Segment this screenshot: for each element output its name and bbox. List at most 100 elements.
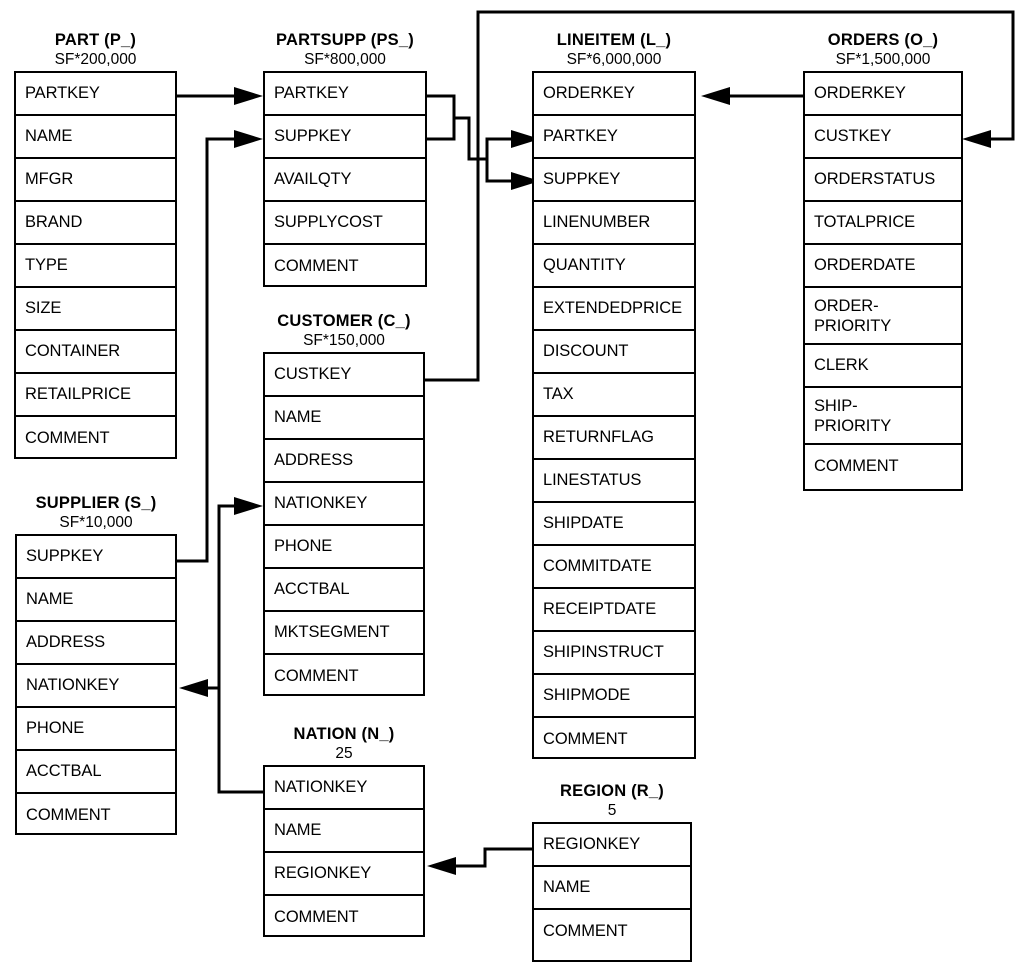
field-orders-custkey[interactable]: CUSTKEY — [805, 116, 961, 159]
field-orders-shippriority[interactable]: SHIP- PRIORITY — [805, 388, 961, 445]
table-lineitem-title: LINEITEM (L_) — [556, 31, 672, 49]
table-lineitem-cardinality: SF*6,000,000 — [566, 51, 662, 68]
field-part-retailprice[interactable]: RETAILPRICE — [16, 374, 175, 417]
field-nation-regionkey[interactable]: REGIONKEY — [265, 853, 423, 896]
field-orders-totalprice[interactable]: TOTALPRICE — [805, 202, 961, 245]
table-orders-box: ORDERKEY CUSTKEY ORDERSTATUS TOTALPRICE … — [803, 71, 963, 491]
connector-customer-orders — [425, 10, 1015, 382]
field-part-name[interactable]: NAME — [16, 116, 175, 159]
table-region-cardinality: 5 — [607, 802, 617, 819]
table-region-title: REGION (R_) — [560, 782, 664, 800]
field-lineitem-returnflag[interactable]: RETURNFLAG — [534, 417, 694, 460]
field-supplier-phone[interactable]: PHONE — [17, 708, 175, 751]
field-customer-nationkey[interactable]: NATIONKEY — [265, 483, 423, 526]
field-orders-clerk[interactable]: CLERK — [805, 345, 961, 388]
field-nation-nationkey[interactable]: NATIONKEY — [265, 767, 423, 810]
field-partsupp-suppkey[interactable]: SUPPKEY — [265, 116, 425, 159]
connector-region-nation — [427, 847, 532, 875]
field-customer-comment[interactable]: COMMENT — [274, 667, 359, 685]
table-region-box: REGIONKEY NAME COMMENT — [532, 822, 692, 962]
table-lineitem: LINEITEM (L_) SF*6,000,000 ORDERKEY PART… — [532, 30, 696, 759]
table-part: PART (P_) SF*200,000 PARTKEY NAME MFGR B… — [14, 30, 177, 459]
table-partsupp: PARTSUPP (PS_) SF*800,000 PARTKEY SUPPKE… — [263, 30, 427, 287]
field-part-mfgr[interactable]: MFGR — [16, 159, 175, 202]
field-part-comment[interactable]: COMMENT — [25, 429, 110, 447]
connector-partsupp-lineitem — [427, 94, 540, 190]
table-region: REGION (R_) 5 REGIONKEY NAME COMMENT — [532, 781, 692, 962]
field-customer-phone[interactable]: PHONE — [265, 526, 423, 569]
connector-nation-customer — [217, 497, 264, 794]
field-orders-orderpriority[interactable]: ORDER- PRIORITY — [805, 288, 961, 345]
field-lineitem-linestatus[interactable]: LINESTATUS — [534, 460, 694, 503]
connector-supplier-partsupp — [177, 130, 263, 563]
field-supplier-suppkey[interactable]: SUPPKEY — [17, 536, 175, 579]
table-supplier-cardinality: SF*10,000 — [59, 514, 133, 531]
field-region-regionkey[interactable]: REGIONKEY — [534, 824, 690, 867]
table-supplier-title: SUPPLIER (S_) — [35, 494, 157, 512]
table-lineitem-box: ORDERKEY PARTKEY SUPPKEY LINENUMBER QUAN… — [532, 71, 696, 759]
field-customer-custkey[interactable]: CUSTKEY — [265, 354, 423, 397]
table-supplier-box: SUPPKEY NAME ADDRESS NATIONKEY PHONE ACC… — [15, 534, 177, 835]
field-supplier-acctbal[interactable]: ACCTBAL — [17, 751, 175, 794]
table-supplier: SUPPLIER (S_) SF*10,000 SUPPKEY NAME ADD… — [15, 493, 177, 835]
field-lineitem-commitdate[interactable]: COMMITDATE — [534, 546, 694, 589]
field-partsupp-partkey[interactable]: PARTKEY — [265, 73, 425, 116]
field-region-comment[interactable]: COMMENT — [543, 922, 628, 940]
field-customer-name[interactable]: NAME — [265, 397, 423, 440]
field-lineitem-discount[interactable]: DISCOUNT — [534, 331, 694, 374]
field-supplier-comment[interactable]: COMMENT — [26, 806, 111, 824]
field-orders-orderstatus[interactable]: ORDERSTATUS — [805, 159, 961, 202]
table-orders-title: ORDERS (O_) — [827, 31, 939, 49]
field-orders-comment[interactable]: COMMENT — [814, 456, 899, 475]
field-lineitem-shipdate[interactable]: SHIPDATE — [534, 503, 694, 546]
connector-orders-lineitem — [701, 87, 803, 105]
field-part-partkey[interactable]: PARTKEY — [16, 73, 175, 116]
field-lineitem-shipinstruct[interactable]: SHIPINSTRUCT — [534, 632, 694, 675]
field-partsupp-comment[interactable]: COMMENT — [274, 257, 359, 275]
field-part-container[interactable]: CONTAINER — [16, 331, 175, 374]
field-part-type[interactable]: TYPE — [16, 245, 175, 288]
field-lineitem-suppkey[interactable]: SUPPKEY — [534, 159, 694, 202]
field-region-name[interactable]: NAME — [534, 867, 690, 910]
table-customer-box: CUSTKEY NAME ADDRESS NATIONKEY PHONE ACC… — [263, 352, 425, 696]
field-lineitem-shipmode[interactable]: SHIPMODE — [534, 675, 694, 718]
field-part-brand[interactable]: BRAND — [16, 202, 175, 245]
field-customer-address[interactable]: ADDRESS — [265, 440, 423, 483]
field-lineitem-tax[interactable]: TAX — [534, 374, 694, 417]
connector-nation-supplier — [179, 679, 219, 697]
table-customer: CUSTOMER (C_) SF*150,000 CUSTKEY NAME AD… — [263, 311, 425, 696]
table-nation-box: NATIONKEY NAME REGIONKEY COMMENT — [263, 765, 425, 937]
table-part-box: PARTKEY NAME MFGR BRAND TYPE SIZE CONTAI… — [14, 71, 177, 459]
table-nation-title: NATION (N_) — [293, 725, 395, 743]
field-partsupp-availqty[interactable]: AVAILQTY — [265, 159, 425, 202]
field-lineitem-quantity[interactable]: QUANTITY — [534, 245, 694, 288]
field-customer-mktsegment[interactable]: MKTSEGMENT — [265, 612, 423, 655]
table-partsupp-title: PARTSUPP (PS_) — [276, 31, 414, 49]
field-lineitem-orderkey[interactable]: ORDERKEY — [534, 73, 694, 116]
field-supplier-nationkey[interactable]: NATIONKEY — [17, 665, 175, 708]
table-part-cardinality: SF*200,000 — [54, 51, 137, 68]
field-lineitem-receiptdate[interactable]: RECEIPTDATE — [534, 589, 694, 632]
field-supplier-name[interactable]: NAME — [17, 579, 175, 622]
field-nation-name[interactable]: NAME — [265, 810, 423, 853]
field-orders-orderdate[interactable]: ORDERDATE — [805, 245, 961, 288]
field-orders-orderkey[interactable]: ORDERKEY — [805, 73, 961, 116]
field-lineitem-extendedprice[interactable]: EXTENDEDPRICE — [534, 288, 694, 331]
field-lineitem-partkey[interactable]: PARTKEY — [534, 116, 694, 159]
table-customer-cardinality: SF*150,000 — [303, 332, 385, 349]
table-orders: ORDERS (O_) SF*1,500,000 ORDERKEY CUSTKE… — [803, 30, 963, 491]
field-supplier-address[interactable]: ADDRESS — [17, 622, 175, 665]
table-partsupp-box: PARTKEY SUPPKEY AVAILQTY SUPPLYCOST COMM… — [263, 71, 427, 287]
connector-part-partsupp — [177, 87, 263, 105]
field-lineitem-comment[interactable]: COMMENT — [543, 730, 628, 748]
field-customer-acctbal[interactable]: ACCTBAL — [265, 569, 423, 612]
field-lineitem-linenumber[interactable]: LINENUMBER — [534, 202, 694, 245]
table-orders-cardinality: SF*1,500,000 — [835, 51, 931, 68]
table-nation-cardinality: 25 — [335, 745, 353, 762]
field-nation-comment[interactable]: COMMENT — [274, 908, 359, 926]
field-partsupp-supplycost[interactable]: SUPPLYCOST — [265, 202, 425, 245]
field-part-size[interactable]: SIZE — [16, 288, 175, 331]
table-customer-title: CUSTOMER (C_) — [277, 312, 411, 330]
